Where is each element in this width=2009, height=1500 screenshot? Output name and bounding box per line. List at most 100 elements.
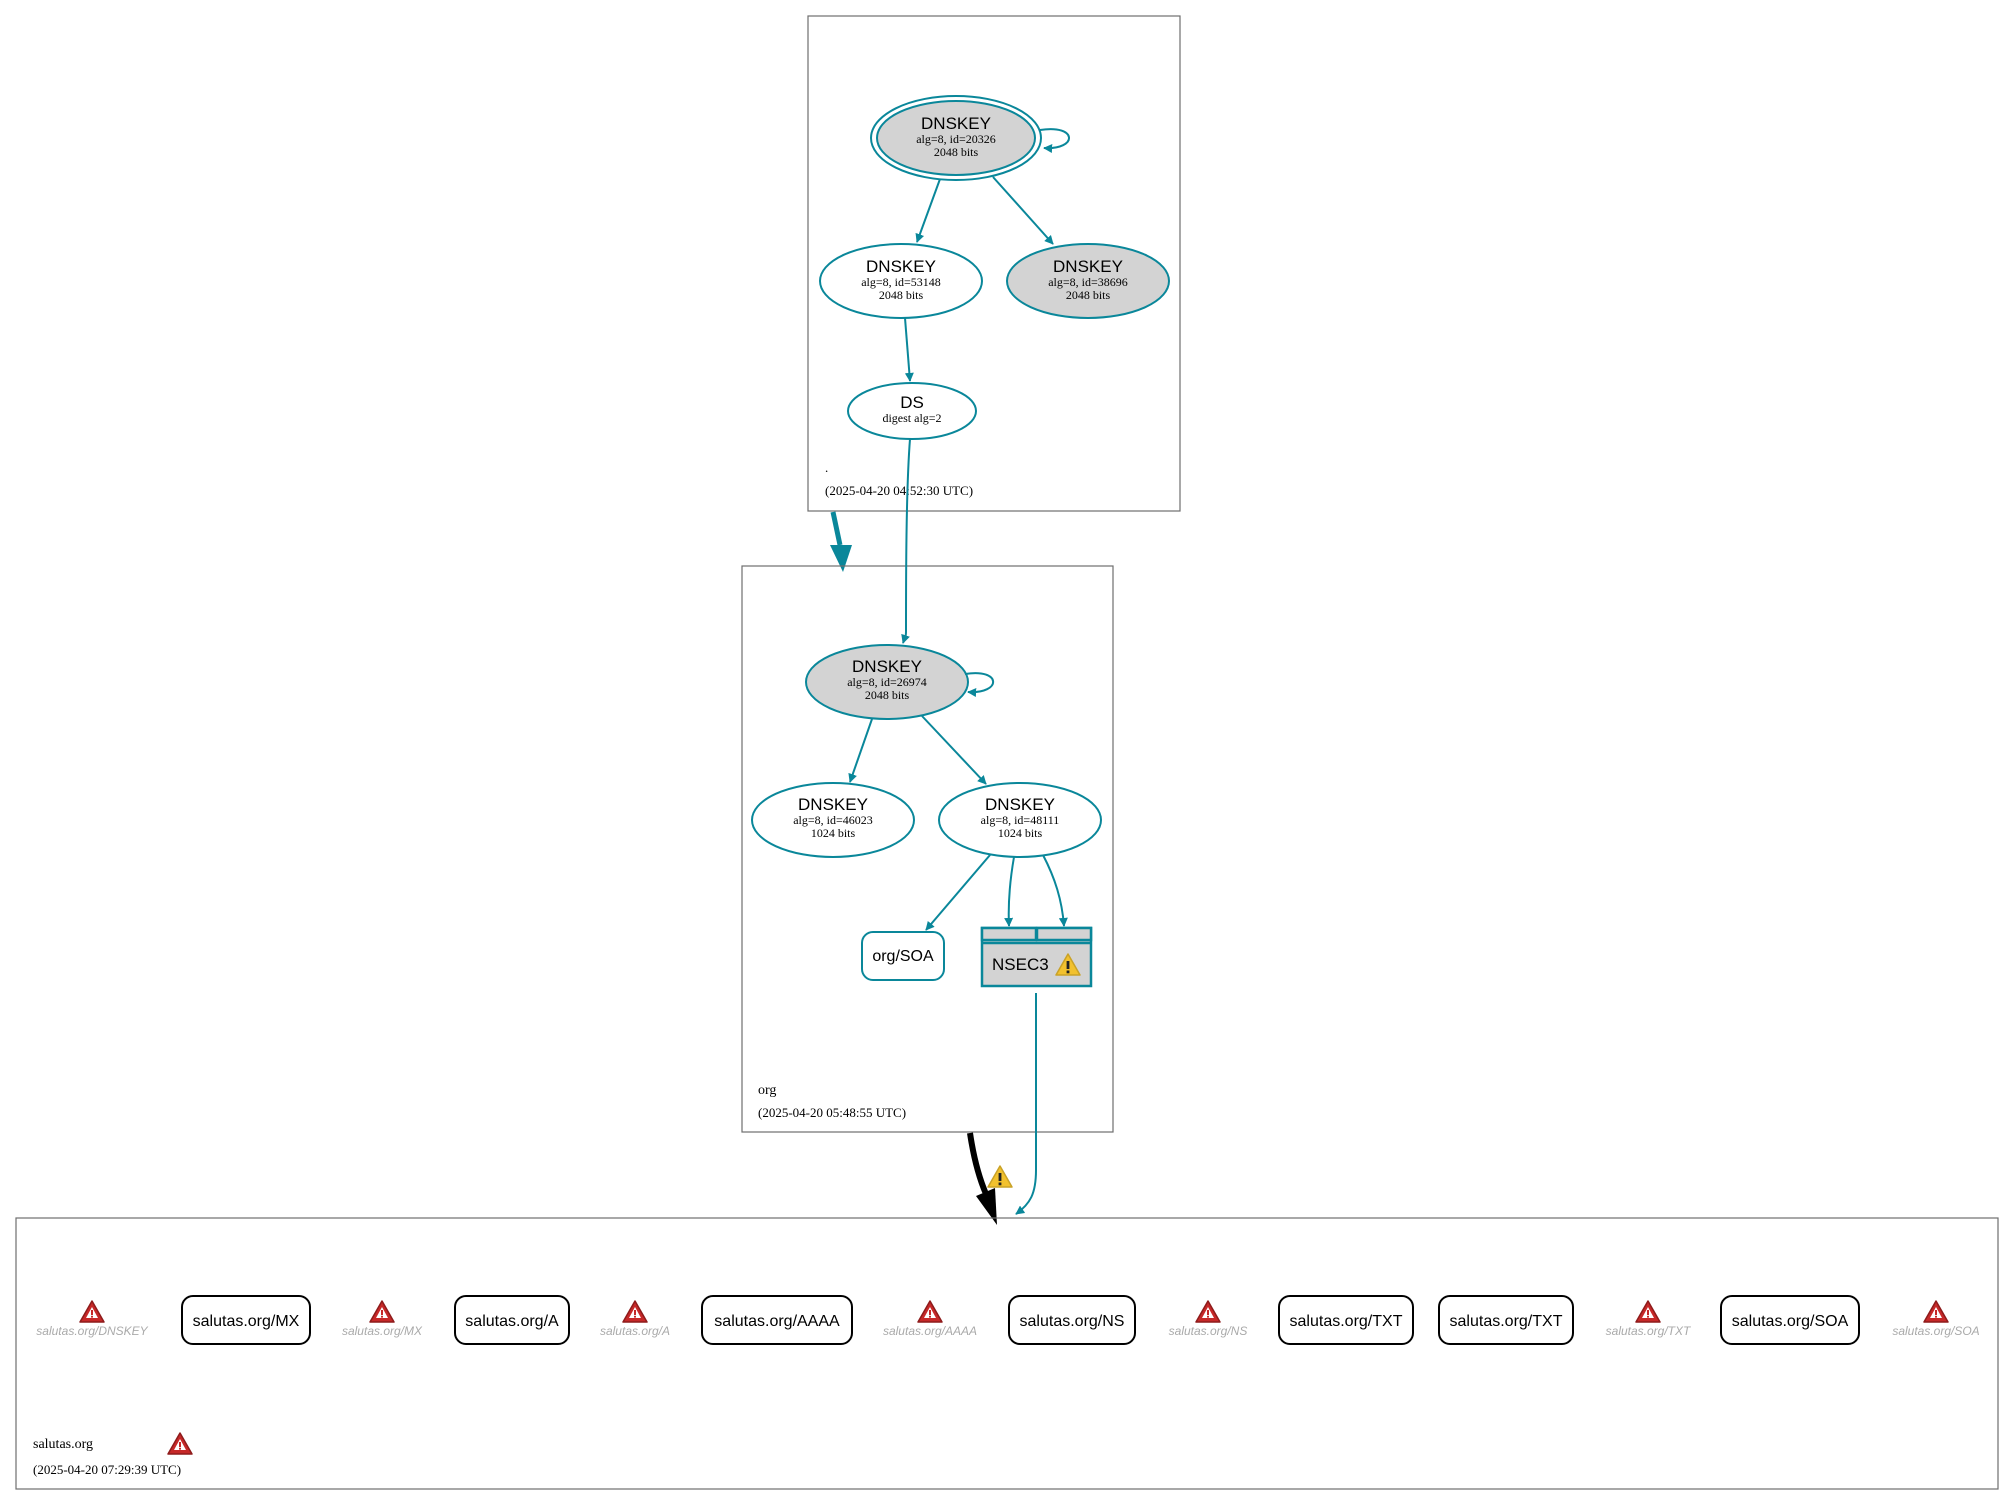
record-error-label: salutas.org/AAAA [883, 1324, 977, 1338]
org-ksk-alg: alg=8, id=26974 [847, 675, 927, 689]
root-zone-timestamp: (2025-04-20 04:52:30 UTC) [825, 483, 973, 498]
record-error-node[interactable]: salutas.org/TXT [1606, 1300, 1692, 1338]
delegation-org-to-salutas-arrowhead [976, 1188, 997, 1225]
org-ksk-bits: 2048 bits [865, 688, 910, 702]
salutas-zone-timestamp: (2025-04-20 07:29:39 UTC) [33, 1462, 181, 1477]
root-zone-box [807, 15, 1181, 512]
root-zsk-53148-bits: 2048 bits [879, 288, 924, 302]
root-zone-name: . [825, 460, 828, 475]
record-node[interactable]: salutas.org/A [454, 1295, 570, 1345]
record-label: salutas.org/TXT [1450, 1313, 1563, 1330]
record-error-node[interactable]: salutas.org/A [600, 1300, 670, 1338]
delegation-warning-icon [987, 1165, 1013, 1188]
record-label: salutas.org/A [465, 1313, 559, 1330]
record-node[interactable]: salutas.org/TXT [1438, 1295, 1574, 1345]
record-label: salutas.org/AAAA [714, 1313, 840, 1330]
org-zone-name: org [758, 1083, 776, 1098]
root-ksk-alg: alg=8, id=20326 [916, 132, 996, 146]
record-node[interactable]: salutas.org/TXT [1278, 1295, 1414, 1345]
salutas-zone-name: salutas.org [33, 1437, 93, 1452]
org-zsk-46023-node[interactable]: DNSKEY alg=8, id=46023 1024 bits [751, 782, 915, 858]
record-box [1278, 1295, 1414, 1345]
org-ksk-title: DNSKEY [852, 657, 922, 676]
org-ds-node[interactable]: DS digest alg=2 [847, 382, 977, 440]
delegation-root-to-org [830, 511, 843, 546]
root-ksk-title: DNSKEY [921, 114, 991, 133]
nsec3-label: NSEC3 [992, 955, 1049, 974]
error-icon [1195, 1300, 1221, 1323]
root-zsk-53148-alg: alg=8, id=53148 [861, 275, 941, 289]
record-node[interactable]: salutas.org/MX [181, 1295, 311, 1345]
record-box [1008, 1295, 1136, 1345]
edge-org-ksk-to-46023 [848, 718, 873, 783]
record-error-node[interactable]: salutas.org/SOA [1892, 1300, 1980, 1338]
root-zsk-38696-title: DNSKEY [1053, 257, 1123, 276]
edge-48111-to-nsec3-b [1042, 854, 1068, 927]
error-icon [1923, 1300, 1949, 1323]
record-label: salutas.org/SOA [1732, 1313, 1849, 1330]
edge-org-ksk-to-48111 [921, 715, 987, 785]
record-box [1438, 1295, 1574, 1345]
delegation-root-to-org-arrowhead [830, 545, 852, 572]
record-node[interactable]: salutas.org/AAAA [701, 1295, 853, 1345]
delegation-org-to-salutas [967, 1132, 989, 1196]
org-ksk-self-loop [964, 672, 995, 697]
salutas-records: salutas.org/DNSKEY salutas.org/MX salutas.… [36, 1295, 1980, 1345]
root-zsk-38696-node[interactable]: DNSKEY alg=8, id=38696 2048 bits [1006, 243, 1170, 319]
org-soa-node[interactable]: org/SOA [861, 931, 945, 981]
edge-53148-to-ds [904, 317, 914, 382]
record-error-label: salutas.org/MX [342, 1324, 423, 1338]
record-label: salutas.org/MX [193, 1313, 300, 1330]
org-zsk-46023-title: DNSKEY [798, 795, 868, 814]
root-ksk-self-loop [1039, 128, 1070, 153]
record-error-label: salutas.org/NS [1169, 1324, 1248, 1338]
salutas-zone-error-icon [167, 1432, 193, 1455]
edge-nsec3-to-salutas [1015, 993, 1037, 1215]
record-error-node[interactable]: salutas.org/AAAA [883, 1300, 977, 1338]
nsec3-node[interactable]: NSEC3 [980, 926, 1093, 988]
salutas-zone-box [15, 1217, 1999, 1490]
edge-root-ksk-to-53148 [915, 178, 941, 243]
record-box [701, 1295, 853, 1345]
edge-root-ksk-to-38696 [992, 176, 1054, 245]
root-zsk-53148-node[interactable]: DNSKEY alg=8, id=53148 2048 bits [819, 243, 983, 319]
org-zone: org (2025-04-20 05:48:55 UTC) [741, 565, 1114, 1133]
error-icon [1635, 1300, 1661, 1323]
salutas-zone: salutas.org (2025-04-20 07:29:39 UTC) [15, 1217, 1999, 1490]
org-ds-title: DS [900, 393, 924, 412]
org-ds-digest: digest alg=2 [882, 411, 941, 425]
record-node[interactable]: salutas.org/NS [1008, 1295, 1136, 1345]
record-error-label: salutas.org/SOA [1892, 1324, 1979, 1338]
org-zsk-48111-bits: 1024 bits [998, 826, 1043, 840]
org-ksk-26974-node[interactable]: DNSKEY alg=8, id=26974 2048 bits [805, 644, 969, 720]
record-label: salutas.org/NS [1020, 1313, 1125, 1330]
record-error-node[interactable]: salutas.org/DNSKEY [36, 1300, 149, 1338]
record-box [181, 1295, 311, 1345]
record-box [454, 1295, 570, 1345]
org-soa-label: org/SOA [872, 948, 934, 965]
org-zsk-46023-bits: 1024 bits [811, 826, 856, 840]
root-ksk-node[interactable]: DNSKEY alg=8, id=20326 2048 bits [870, 95, 1042, 181]
record-error-label: salutas.org/A [600, 1324, 670, 1338]
record-node[interactable]: salutas.org/SOA [1720, 1295, 1860, 1345]
edge-48111-to-org-soa [925, 854, 991, 931]
error-icon [917, 1300, 943, 1323]
org-zone-timestamp: (2025-04-20 05:48:55 UTC) [758, 1105, 906, 1120]
record-error-node[interactable]: salutas.org/MX [342, 1300, 423, 1338]
record-error-label: salutas.org/DNSKEY [36, 1324, 148, 1338]
record-label: salutas.org/TXT [1290, 1313, 1403, 1330]
org-zsk-46023-alg: alg=8, id=46023 [793, 813, 873, 827]
root-zsk-53148-title: DNSKEY [866, 257, 936, 276]
error-icon [369, 1300, 395, 1323]
record-error-node[interactable]: salutas.org/NS [1169, 1300, 1248, 1338]
root-zsk-38696-bits: 2048 bits [1066, 288, 1111, 302]
record-box [1720, 1295, 1860, 1345]
error-icon [622, 1300, 648, 1323]
org-zsk-48111-node[interactable]: DNSKEY alg=8, id=48111 1024 bits [938, 782, 1102, 858]
root-zsk-38696-alg: alg=8, id=38696 [1048, 275, 1128, 289]
edge-48111-to-nsec3-a [1004, 856, 1015, 927]
org-zone-box [741, 565, 1114, 1133]
org-zsk-48111-title: DNSKEY [985, 795, 1055, 814]
org-zsk-48111-alg: alg=8, id=48111 [981, 813, 1060, 827]
